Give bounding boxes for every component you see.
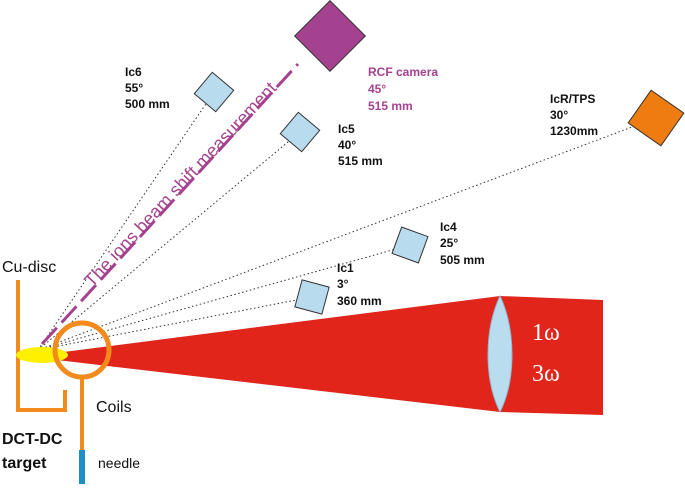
needle [79,450,85,484]
label-icr-tps: IcR/TPS 30° 1230mm [550,92,598,138]
svg-text:505 mm: 505 mm [440,253,485,267]
svg-text:30°: 30° [550,108,568,122]
coils-label: Coils [96,399,132,416]
svg-text:515 mm: 515 mm [368,99,413,113]
label-ic5: Ic5 40° 515 mm [338,122,383,168]
svg-text:RCF camera: RCF camera [368,65,438,79]
cu-disc-label: Cu-disc [2,259,56,276]
target-label-line1: DCT-DC [2,431,63,448]
svg-text:1230mm: 1230mm [550,124,598,138]
svg-text:Ic4: Ic4 [440,220,457,234]
svg-text:500 mm: 500 mm [125,97,170,111]
svg-text:Ic1: Ic1 [337,261,354,275]
svg-text:Ic5: Ic5 [338,122,355,136]
target-label-line2: target [2,455,47,472]
svg-text:IcR/TPS: IcR/TPS [550,92,595,106]
rcf-camera [293,0,367,73]
svg-text:3°: 3° [337,277,349,291]
label-ic6: Ic6 55° 500 mm [125,65,170,111]
cu-disc-holder [16,280,67,412]
dct-dc-target [16,280,112,484]
label-ic4: Ic4 25° 505 mm [440,220,485,267]
detector-ic5 [279,111,321,153]
detector-icr-tps [627,89,685,147]
laser-beam [40,296,603,415]
needle-label: needle [98,455,140,471]
detector-ic6 [193,71,235,113]
laser-1w-label: 1ω [532,320,560,346]
focusing-lens [487,294,513,414]
beam-shift-line [40,62,300,346]
label-ic1: Ic1 3° 360 mm [337,261,382,308]
sightline-ic6 [37,91,215,351]
label-rcf-camera: RCF camera 45° 515 mm [368,65,438,113]
svg-text:25°: 25° [440,236,458,250]
sightline-ic5 [37,131,301,351]
sightline-ic1 [37,296,313,351]
svg-text:45°: 45° [368,82,386,96]
beam-shift-label: The ions beam shift measurement [80,78,280,291]
svg-text:55°: 55° [125,81,143,95]
svg-text:Ic6: Ic6 [125,65,142,79]
plasma-spot [16,347,68,363]
detector-ic1 [294,279,330,315]
laser-3w-label: 3ω [532,361,560,387]
svg-text:360 mm: 360 mm [337,294,382,308]
svg-text:515 mm: 515 mm [338,154,383,168]
svg-text:40°: 40° [338,138,356,152]
detector-ic4 [391,226,429,264]
